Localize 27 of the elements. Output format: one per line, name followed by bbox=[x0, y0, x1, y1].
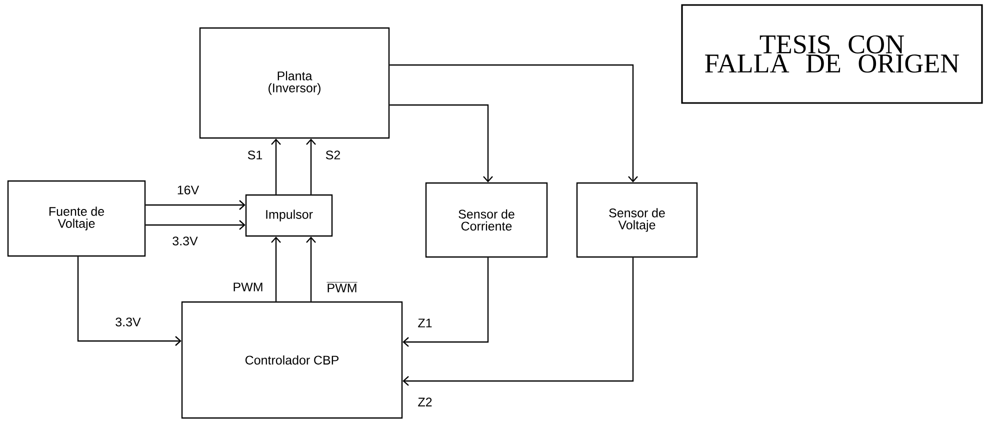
arrow bbox=[271, 138, 281, 194]
arrow bbox=[390, 104, 493, 182]
block-box: Controlador CBP bbox=[181, 301, 403, 419]
edge-label: 16V bbox=[178, 186, 200, 194]
edge-label: 3.3V bbox=[172, 236, 198, 246]
edge-label: Z2 bbox=[418, 398, 432, 406]
edge-label: S2 bbox=[326, 150, 340, 160]
block-box: Fuente de Voltaje bbox=[7, 180, 146, 257]
arrow bbox=[306, 138, 316, 194]
edge-label: PWM bbox=[326, 282, 358, 292]
arrow bbox=[390, 64, 638, 182]
block-box: Impulsor bbox=[245, 194, 333, 237]
arrow bbox=[306, 236, 316, 302]
arrow bbox=[146, 200, 246, 210]
edge-label: PWM bbox=[234, 282, 262, 292]
edge-label: Z1 bbox=[418, 318, 432, 328]
arrow bbox=[146, 220, 246, 230]
arrow bbox=[402, 258, 489, 347]
block-box: Planta (Inversor) bbox=[199, 27, 390, 139]
arrow bbox=[271, 236, 281, 302]
stamp-box: TESIS CON FALLA DE ORIGEN bbox=[681, 4, 983, 104]
arrow bbox=[77, 256, 182, 346]
arrow bbox=[402, 258, 634, 386]
edge-label: 3.3V bbox=[116, 318, 141, 326]
edge-label: S1 bbox=[248, 150, 262, 160]
block-box: Sensor de Corriente bbox=[425, 182, 548, 258]
block-box: Sensor de Voltaje bbox=[576, 182, 698, 258]
